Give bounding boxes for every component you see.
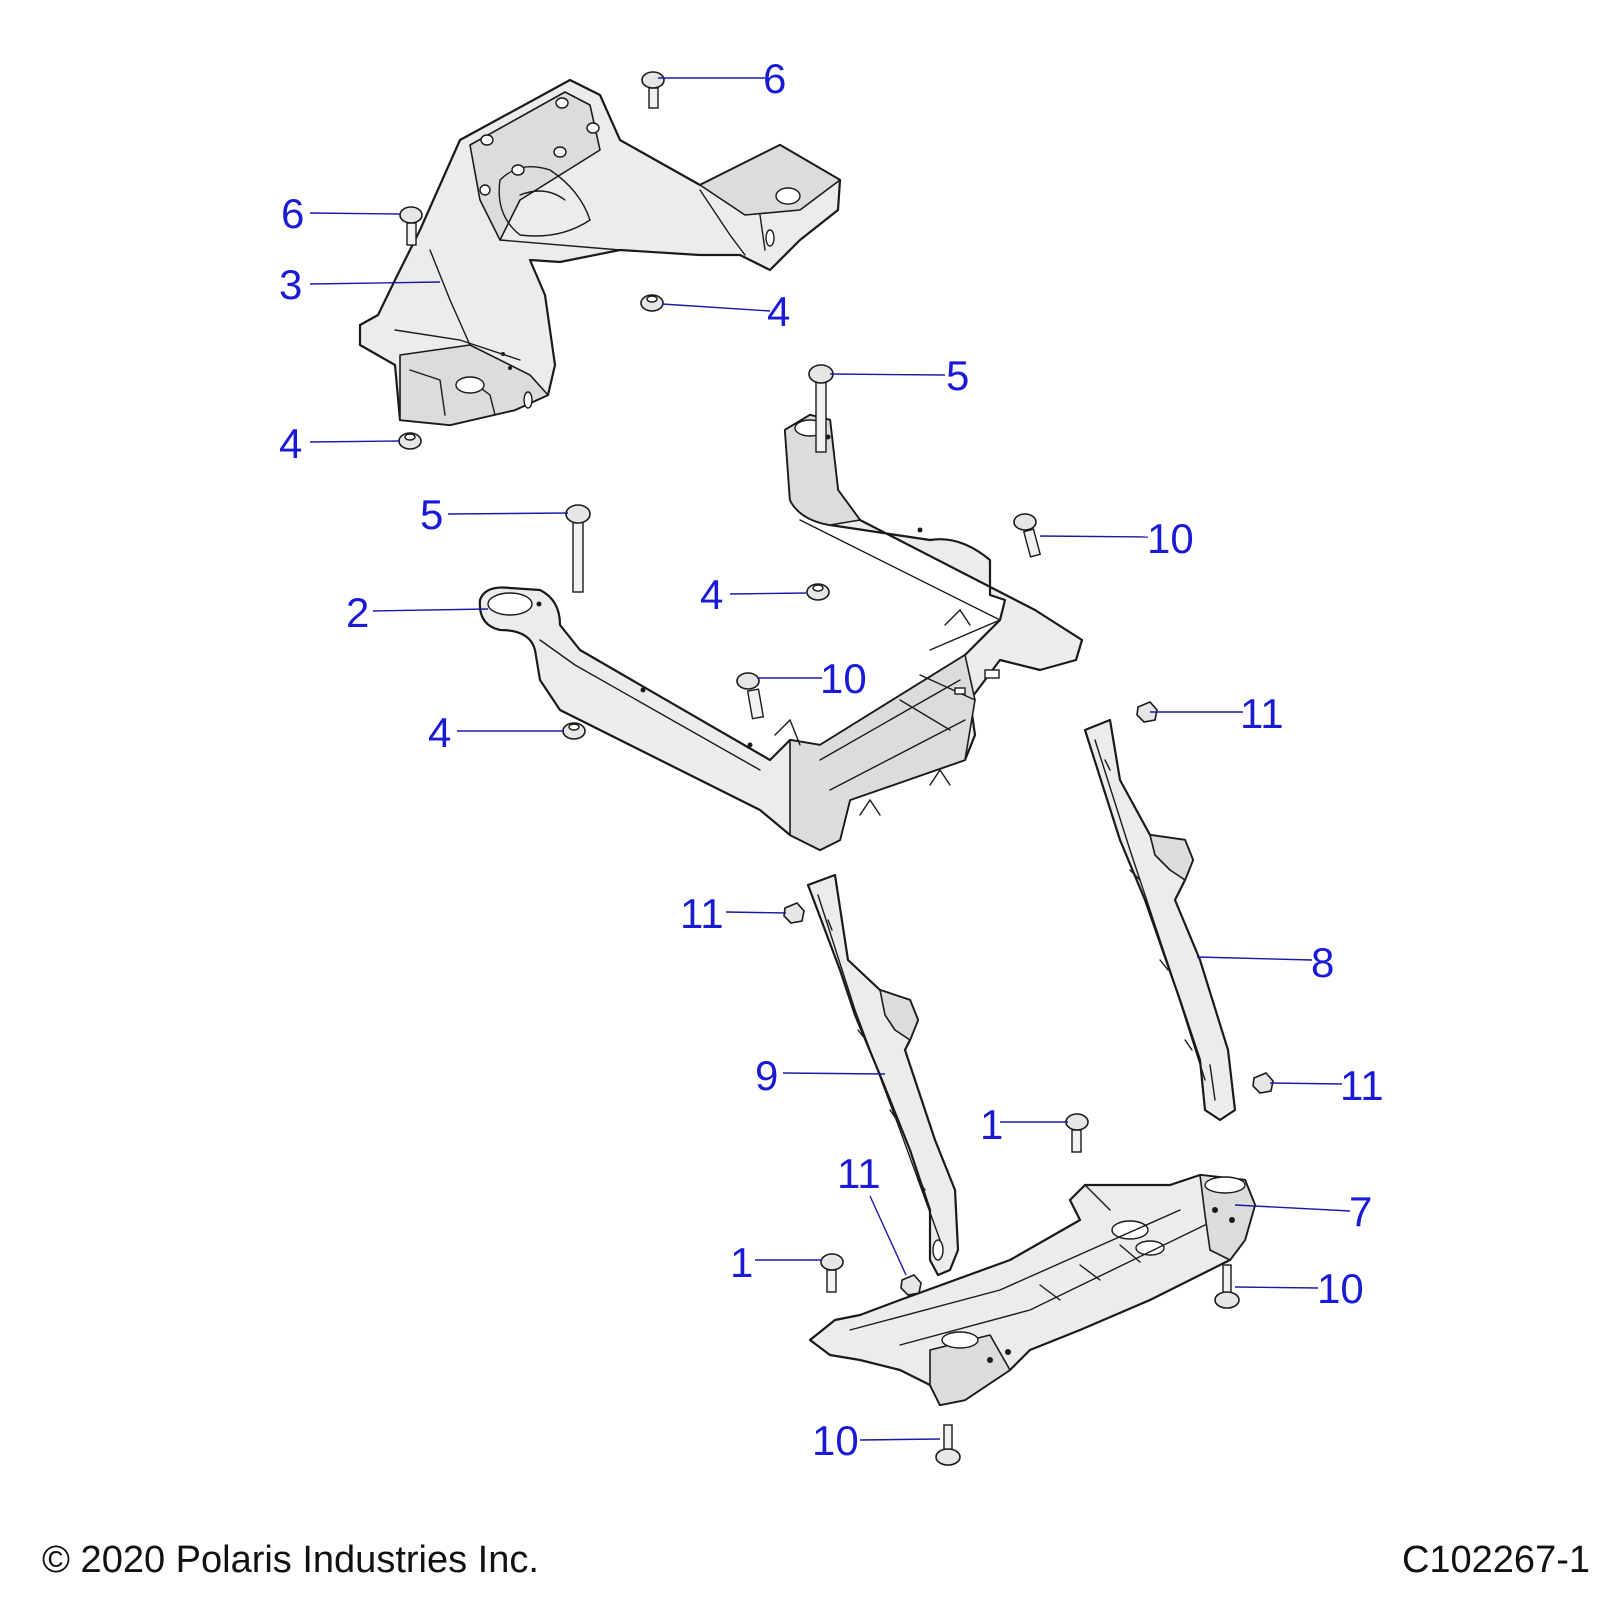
cross-member-part-7 — [808, 1173, 1257, 1407]
nut-part-4-d — [562, 722, 586, 740]
nut-part-4-c — [806, 583, 830, 601]
callout-3: 3 — [279, 261, 302, 308]
callout-11-b: 11 — [680, 890, 724, 937]
nut-part-11-a — [1136, 701, 1158, 723]
drawing-id: C102267-1 — [1402, 1539, 1590, 1581]
bolt-part-10-a — [1013, 513, 1042, 558]
vertical-rail-part-8 — [1083, 718, 1237, 1122]
callout-11-d: 11 — [837, 1150, 881, 1197]
callout-11-c: 11 — [1340, 1062, 1384, 1109]
callout-5-right: 5 — [946, 352, 969, 399]
callout-1-a: 1 — [980, 1101, 1003, 1148]
callout-10-c: 10 — [1317, 1265, 1364, 1312]
callout-10-b: 10 — [820, 655, 867, 702]
frame-bracket-part-3 — [358, 78, 842, 427]
callout-10-d: 10 — [812, 1417, 859, 1464]
callout-7: 7 — [1349, 1188, 1372, 1235]
callout-4-d: 4 — [428, 709, 451, 756]
callout-10-a: 10 — [1147, 515, 1194, 562]
nut-part-4-b — [398, 432, 422, 450]
bolt-part-1-a — [1065, 1113, 1089, 1153]
nut-part-11-b — [783, 902, 805, 924]
callout-6-top: 6 — [763, 55, 786, 102]
callout-4-a: 4 — [767, 288, 790, 335]
callout-2: 2 — [346, 589, 369, 636]
nut-part-11-d — [900, 1274, 922, 1296]
bolt-part-10-b — [736, 672, 765, 720]
callout-4-b: 4 — [279, 420, 302, 467]
nut-part-4-a — [640, 294, 664, 312]
copyright-text: © 2020 Polaris Industries Inc. — [42, 1539, 539, 1581]
bolt-part-5-left — [565, 504, 591, 593]
bolt-part-10-d — [935, 1424, 961, 1466]
callout-8: 8 — [1311, 939, 1334, 986]
callout-9: 9 — [755, 1052, 778, 1099]
callout-11-a: 11 — [1240, 690, 1284, 737]
cross-member-part-2 — [478, 413, 1084, 852]
leader-lines — [309, 77, 1351, 1441]
bolt-part-10-c — [1214, 1264, 1240, 1309]
nut-part-11-c — [1252, 1072, 1274, 1094]
callout-6-left: 6 — [281, 190, 304, 237]
bolt-part-5-right — [808, 364, 834, 453]
callout-1-b: 1 — [730, 1239, 753, 1286]
vertical-rail-part-9 — [806, 873, 960, 1277]
bolt-part-6-top — [641, 71, 665, 109]
callout-4-c: 4 — [700, 571, 723, 618]
bolt-part-1-b — [820, 1253, 844, 1293]
bolt-part-6-left — [399, 206, 423, 246]
callout-5-left: 5 — [420, 491, 443, 538]
callout-labels: 6 6 3 4 4 5 5 10 2 4 10 4 11 11 8 9 11 1… — [279, 55, 1384, 1464]
